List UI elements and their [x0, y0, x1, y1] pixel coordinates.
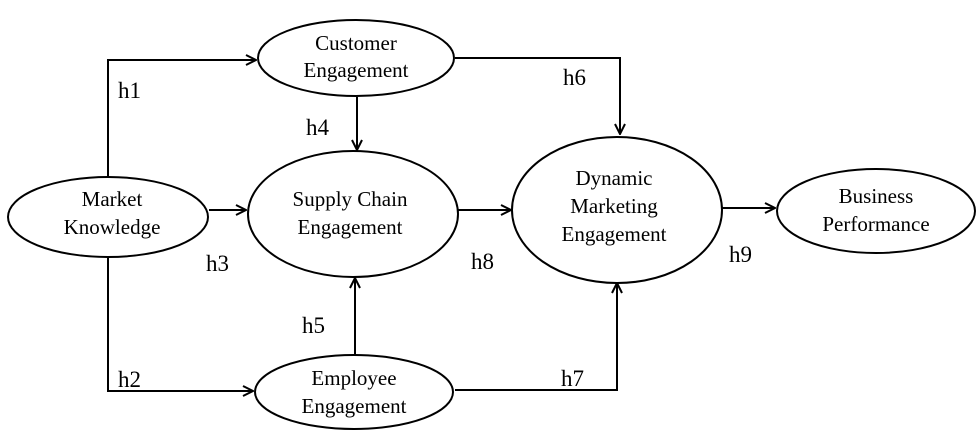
node-business-performance: Business Performance [776, 168, 976, 254]
node-supply-chain-engagement-line2: Engagement [298, 215, 403, 239]
edge-h1-arrow [107, 60, 256, 178]
node-employee-engagement-line2: Engagement [302, 394, 407, 418]
edge-h7-arrow [455, 283, 617, 391]
edge-h6-arrow [455, 57, 620, 134]
node-market-knowledge-line1: Market [82, 187, 143, 211]
node-employee-engagement-line1: Employee [311, 366, 396, 390]
label-h9: h9 [729, 242, 752, 267]
node-business-performance-line2: Performance [822, 212, 929, 236]
node-market-knowledge-line2: Knowledge [64, 215, 161, 239]
label-h6: h6 [563, 65, 586, 90]
label-h3: h3 [206, 251, 229, 276]
node-dynamic-marketing-engagement: Dynamic Marketing Engagement [511, 136, 723, 284]
label-h5: h5 [302, 313, 325, 338]
node-customer-engagement-line1: Customer [315, 31, 397, 55]
node-business-performance-line1: Business [839, 184, 914, 208]
node-dynamic-marketing-engagement-line2: Marketing [570, 194, 658, 218]
label-h1: h1 [118, 78, 141, 103]
node-market-knowledge: Market Knowledge [7, 176, 209, 258]
node-customer-engagement: Customer Engagement [257, 19, 455, 97]
node-dynamic-marketing-engagement-line3: Engagement [562, 222, 667, 246]
node-customer-engagement-line2: Engagement [304, 58, 409, 82]
node-supply-chain-engagement-line1: Supply Chain [293, 187, 408, 211]
label-h4: h4 [306, 115, 330, 140]
edge-h2-arrow [107, 258, 253, 391]
node-dynamic-marketing-engagement-line1: Dynamic [576, 166, 653, 190]
label-h2: h2 [118, 367, 141, 392]
label-h7: h7 [561, 366, 584, 391]
label-h8: h8 [471, 249, 494, 274]
node-employee-engagement: Employee Engagement [254, 354, 454, 430]
node-supply-chain-engagement: Supply Chain Engagement [247, 150, 459, 278]
